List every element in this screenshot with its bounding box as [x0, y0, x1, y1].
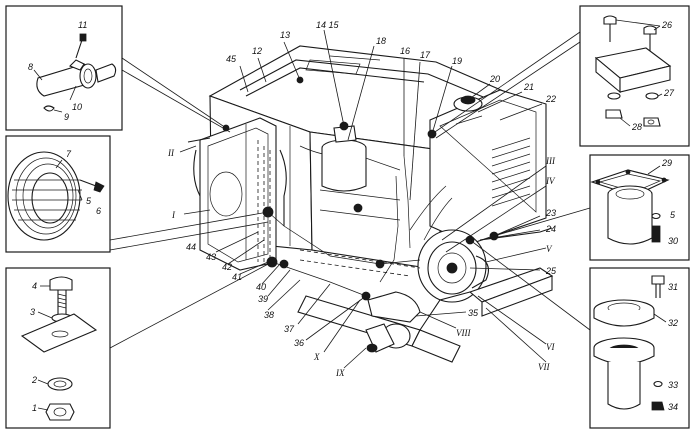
- callout-numbers: 1 2 3 4 5 6 7 8 9 10 11 12 13 14 15 16 1…: [28, 20, 678, 413]
- callout-18: 18: [376, 36, 386, 46]
- callout-29: 29: [661, 158, 672, 168]
- callout-37: 37: [284, 324, 295, 334]
- roman-V: V: [546, 244, 553, 254]
- roman-I: I: [171, 210, 176, 220]
- callout-3: 3: [30, 307, 35, 317]
- callout-42: 42: [222, 262, 232, 272]
- callout-10: 10: [72, 102, 82, 112]
- callout-14-15: 14 15: [316, 20, 340, 30]
- callout-28: 28: [631, 122, 642, 132]
- callout-32: 32: [668, 318, 678, 328]
- callout-5: 5: [86, 196, 92, 206]
- callout-23: 23: [545, 208, 556, 218]
- roman-VII: VII: [538, 362, 550, 372]
- callout-38: 38: [264, 310, 274, 320]
- callout-20: 20: [489, 74, 500, 84]
- callout-41: 41: [232, 272, 242, 282]
- callout-44: 44: [186, 242, 196, 252]
- roman-VI: VI: [546, 342, 555, 352]
- callout-9: 9: [64, 112, 69, 122]
- callout-6: 6: [96, 206, 101, 216]
- callout-2: 2: [31, 375, 37, 385]
- callout-39: 39: [258, 294, 268, 304]
- roman-II: II: [167, 148, 175, 158]
- callout-19: 19: [452, 56, 462, 66]
- callout-33: 33: [668, 380, 678, 390]
- callout-1: 1: [32, 403, 37, 413]
- callout-24: 24: [545, 224, 556, 234]
- inset-left-middle: [5, 135, 111, 253]
- callout-30: 30: [668, 236, 678, 246]
- callout-17: 17: [420, 50, 431, 60]
- callout-34: 34: [668, 402, 678, 412]
- callout-13: 13: [280, 30, 290, 40]
- roman-VIII: VIII: [456, 328, 471, 338]
- callout-8: 8: [28, 62, 33, 72]
- inset-bottom-left: [5, 267, 111, 429]
- callout-43: 43: [206, 252, 216, 262]
- callout-12: 12: [252, 46, 262, 56]
- callout-7: 7: [66, 149, 72, 159]
- roman-X: X: [313, 352, 320, 362]
- callout-31: 31: [668, 282, 678, 292]
- roman-IV: IV: [545, 176, 556, 186]
- callout-27: 27: [663, 88, 675, 98]
- roman-III: III: [545, 156, 556, 166]
- inset-top-right: [579, 5, 690, 147]
- inset-bottom-right: [589, 267, 690, 429]
- roman-callouts: I II III IV V VI VII VIII IX X: [167, 148, 556, 378]
- callout-5b: 5: [670, 210, 676, 220]
- callout-36: 36: [294, 338, 304, 348]
- callout-4: 4: [32, 281, 37, 291]
- callout-25: 25: [545, 266, 557, 276]
- callout-35: 35: [468, 308, 479, 318]
- callout-40: 40: [256, 282, 266, 292]
- callout-11: 11: [78, 20, 87, 30]
- callout-26: 26: [661, 20, 672, 30]
- callout-16: 16: [400, 46, 410, 56]
- inset-top-left: [5, 5, 123, 131]
- inset-right-middle: [589, 154, 690, 261]
- leader-lines: [109, 29, 591, 369]
- callout-21: 21: [523, 82, 534, 92]
- roman-IX: IX: [335, 368, 345, 378]
- callout-22: 22: [545, 94, 556, 104]
- engine-assembly: [187, 45, 554, 363]
- callout-45: 45: [226, 54, 237, 64]
